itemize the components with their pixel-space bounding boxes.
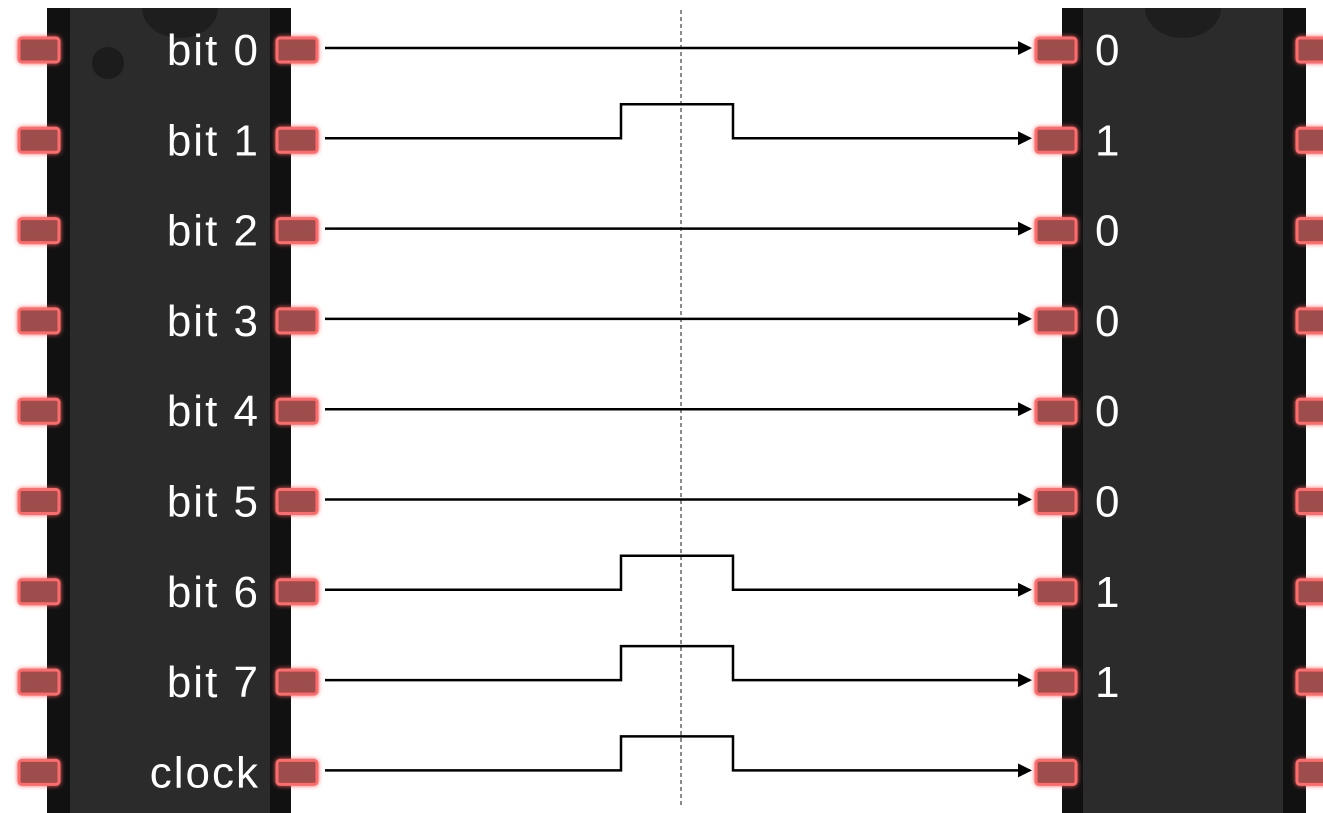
sender-bit-label: bit 0 — [167, 26, 260, 75]
received-bit-value: 0 — [1095, 297, 1119, 346]
sender-outer-pin — [19, 128, 59, 152]
sender-bit-label: bit 2 — [167, 207, 260, 256]
sender-output-pin — [277, 670, 317, 694]
sender-outer-pin — [19, 38, 59, 62]
receiver-input-pin — [1036, 399, 1076, 423]
sender-output-pin — [277, 760, 317, 784]
sender-bit-label: bit 7 — [167, 658, 260, 707]
sender-bit-label: bit 5 — [167, 478, 260, 527]
signal-wire-pulse — [325, 736, 1030, 770]
signal-wire-pulse — [325, 556, 1030, 590]
receiver-input-pin — [1036, 309, 1076, 333]
sender-output-pin — [277, 38, 317, 62]
sender-output-pin — [277, 399, 317, 423]
receiver-input-pin — [1036, 760, 1076, 784]
sender-outer-pin — [19, 760, 59, 784]
sender-output-pin — [277, 309, 317, 333]
receiver-input-pin — [1036, 670, 1076, 694]
sender-output-pin — [277, 219, 317, 243]
receiver-outer-pin — [1297, 670, 1323, 694]
receiver-outer-pin — [1297, 490, 1323, 514]
receiver-outer-pin — [1297, 309, 1323, 333]
receiver-outer-pin — [1297, 128, 1323, 152]
receiver-input-pin — [1036, 580, 1076, 604]
receiver-input-pin — [1036, 219, 1076, 243]
signal-wire-pulse — [325, 104, 1030, 138]
sender-bit-label: bit 3 — [167, 297, 260, 346]
signal-wire-pulse — [325, 646, 1030, 680]
received-bit-value: 0 — [1095, 387, 1119, 436]
receiver-input-pin — [1036, 490, 1076, 514]
sender-bit-label: clock — [150, 748, 260, 797]
sender-outer-pin — [19, 309, 59, 333]
received-bit-value: 1 — [1095, 658, 1119, 707]
sender-outer-pin — [19, 490, 59, 514]
received-bit-value: 1 — [1095, 568, 1119, 617]
receiver-outer-pin — [1297, 760, 1323, 784]
receiver-outer-pin — [1297, 38, 1323, 62]
receiver-input-pin — [1036, 38, 1076, 62]
sender-output-pin — [277, 580, 317, 604]
received-bit-value: 0 — [1095, 478, 1119, 527]
sender-pin1-dot — [92, 47, 124, 79]
sender-bit-label: bit 6 — [167, 568, 260, 617]
sender-outer-pin — [19, 670, 59, 694]
receiver-outer-pin — [1297, 580, 1323, 604]
received-bit-value: 1 — [1095, 116, 1119, 165]
receiver-outer-pin — [1297, 399, 1323, 423]
sender-outer-pin — [19, 219, 59, 243]
sender-bit-label: bit 4 — [167, 387, 260, 436]
receiver-outer-pin — [1297, 219, 1323, 243]
sender-bit-label: bit 1 — [167, 116, 260, 165]
sender-output-pin — [277, 490, 317, 514]
received-bit-value: 0 — [1095, 26, 1119, 75]
received-bit-value: 0 — [1095, 207, 1119, 256]
sender-outer-pin — [19, 399, 59, 423]
sender-outer-pin — [19, 580, 59, 604]
sender-output-pin — [277, 128, 317, 152]
receiver-input-pin — [1036, 128, 1076, 152]
